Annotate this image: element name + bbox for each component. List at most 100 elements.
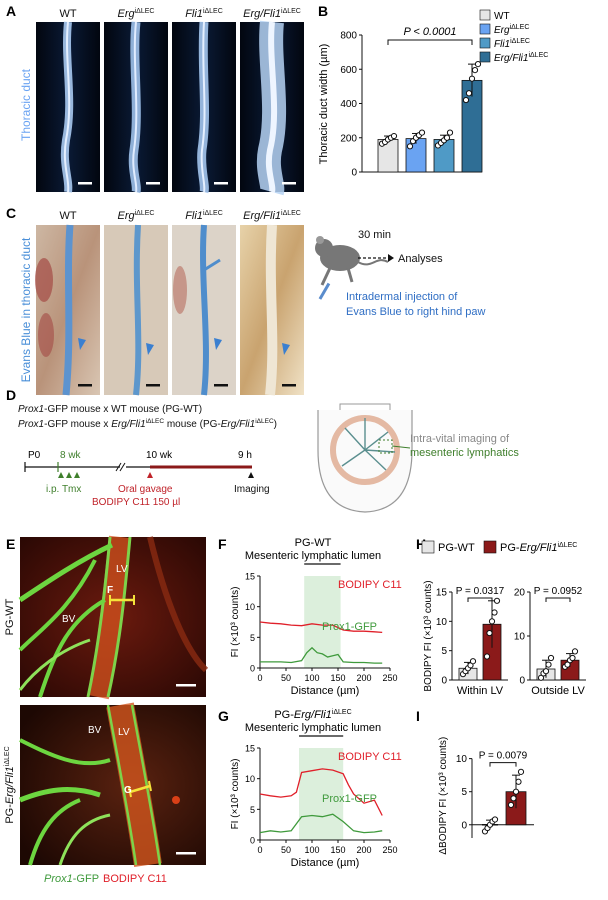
h-point: [486, 629, 493, 637]
h-point: [491, 609, 498, 616]
g-x-axis-label: Distance (µm): [291, 857, 360, 869]
h-point: [547, 654, 555, 662]
f-lumen-shade: [304, 576, 341, 668]
e-bottom-bv: BV: [88, 725, 102, 736]
panel-label-i: I: [416, 708, 420, 724]
b-significance-bracket: [387, 39, 473, 45]
c-mouse-schematic: [315, 236, 389, 300]
b-legend-swatch: [479, 51, 491, 63]
d-gavage1: Oral gavage: [118, 484, 173, 495]
b-y-tick-label: 0: [351, 168, 357, 179]
b-point: [406, 143, 414, 150]
d-vital2: mesenteric lymphatics: [410, 447, 519, 459]
i-y-tick-label: 5: [461, 787, 467, 798]
b-point: [468, 75, 476, 82]
a-image-double: [240, 20, 304, 196]
d-t1: 8 wk: [60, 450, 82, 461]
h-legend-label: PG-WT: [438, 542, 475, 554]
g-y-tick-label: 15: [245, 744, 255, 754]
panel-label-b: B: [318, 3, 328, 19]
a-image-fli1: [172, 21, 236, 194]
i-point: [512, 788, 520, 795]
h-y-tick-label: 5: [441, 646, 447, 657]
b-legend-label: Fli1iΔLEC: [494, 38, 530, 50]
b-pvalue: P < 0.0001: [403, 26, 456, 38]
h-point: [488, 618, 496, 625]
c-image-fli1: [172, 224, 236, 396]
h-significance-bracket: [545, 597, 571, 602]
a-side-label: Thoracic duct: [19, 68, 33, 141]
b-y-tick-label: 600: [340, 65, 357, 76]
e-top-lv: LV: [116, 564, 128, 575]
h-pvalue: P = 0.0317: [456, 586, 505, 597]
b-legend-swatch: [479, 23, 491, 35]
b-legend-label: ErgiΔLEC: [494, 24, 529, 36]
g-x-tick-label: 50: [281, 845, 291, 855]
a-image-erg: [104, 21, 168, 194]
c-timing: 30 min: [358, 229, 391, 241]
h-y-tick-label: 0: [519, 676, 525, 687]
a-image-wt: [36, 21, 100, 193]
d-vital1: Intra-vital imaging of: [410, 433, 510, 445]
panel-label-g: G: [218, 708, 229, 724]
g-x-tick-label: 250: [382, 845, 397, 855]
c-title-double: Erg/Fli1iΔLEC: [243, 210, 301, 222]
g-x-tick-label: 200: [356, 845, 371, 855]
b-point: [471, 67, 479, 74]
b-point: [474, 61, 482, 68]
g-title: PG-Erg/Fli1iΔLEC: [274, 709, 351, 721]
d-gavage2: BODIPY C11 150 µl: [92, 497, 180, 508]
i-significance-bracket: [489, 762, 517, 767]
b-point: [443, 134, 451, 141]
f-series-line: [260, 646, 383, 664]
h-pvalue: P = 0.0952: [534, 586, 583, 597]
c-title-fli1: Fli1iΔLEC: [185, 210, 223, 222]
b-point: [418, 129, 426, 136]
d-tmx: i.p. Tmx: [46, 484, 81, 495]
b-legend-label: WT: [494, 11, 510, 22]
d-cross2: Prox1-GFP mouse x Erg/Fli1iΔLEC mouse (P…: [18, 418, 277, 430]
a-title-fli1: Fli1iΔLEC: [185, 8, 223, 20]
g-x-tick-label: 0: [257, 845, 262, 855]
b-y-axis-label: Thoracic duct width (µm): [318, 44, 330, 165]
h-y-tick-label: 20: [514, 588, 526, 599]
e-bottom-lv: LV: [118, 727, 130, 738]
i-point: [491, 816, 499, 823]
i-pvalue: P = 0.0079: [479, 751, 528, 762]
b-y-tick-label: 400: [340, 99, 357, 110]
g-lumen-shade: [299, 748, 344, 840]
e-top-label: PG-WT: [4, 598, 16, 635]
c-side-label: Evans Blue in thoracic duct: [19, 237, 33, 382]
b-y-tick-label: 200: [340, 133, 357, 144]
g-series-label: Prox1-GFP: [322, 793, 377, 805]
h-point: [571, 648, 579, 655]
f-series-line: [259, 621, 383, 634]
f-x-tick-label: 50: [281, 673, 291, 683]
f-x-tick-label: 0: [257, 673, 262, 683]
c-timing-arrowhead: [388, 254, 394, 262]
h-point: [569, 654, 576, 662]
c-injection-line1: Intradermal injection of: [346, 291, 458, 303]
f-y-tick-label: 15: [245, 572, 255, 582]
h-group-label: Within LV: [457, 685, 504, 697]
e-top-bv: BV: [62, 614, 76, 625]
c-image-erg: [104, 224, 168, 396]
g-subtitle: Mesenteric lymphatic lumen: [245, 722, 381, 734]
b-point: [390, 132, 398, 140]
d-cross1: Prox1-GFP mouse x WT mouse (PG-WT): [18, 404, 202, 415]
h-y-tick-label: 0: [441, 676, 447, 687]
i-point: [510, 795, 517, 802]
d-t0: P0: [28, 450, 41, 461]
d-imaging: Imaging: [234, 484, 270, 495]
g-x-tick-label: 150: [330, 845, 345, 855]
b-point: [462, 96, 470, 104]
c-title-wt: WT: [59, 210, 76, 222]
panel-label-e: E: [6, 536, 15, 552]
i-y-tick-label: 0: [461, 820, 467, 831]
panel-label-f: F: [218, 536, 227, 552]
i-y-axis-label: ΔBODIPY FI (×10³ counts): [438, 737, 449, 855]
h-legend-label: PG-Erg/Fli1iΔLEC: [500, 542, 577, 554]
